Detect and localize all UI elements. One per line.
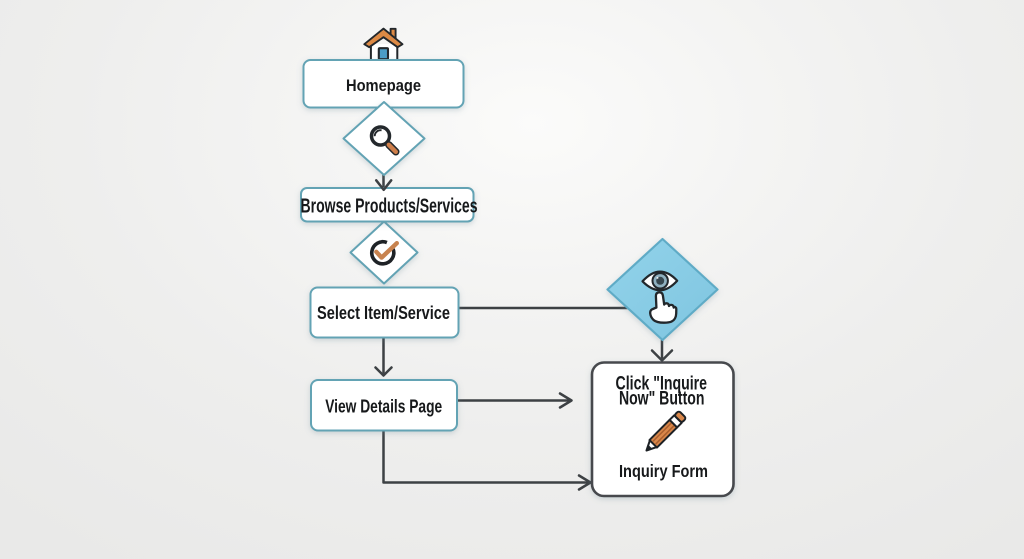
svg-text:Browse Products/Services: Browse Products/Services xyxy=(301,196,478,218)
svg-text:Now" Button: Now" Button xyxy=(619,388,705,409)
svg-text:Click "Inquire: Click "Inquire xyxy=(616,374,708,395)
svg-text:View Details Page: View Details Page xyxy=(325,397,442,417)
svg-text:Select Item/Service: Select Item/Service xyxy=(317,302,450,323)
svg-text:Homepage: Homepage xyxy=(346,77,421,95)
svg-text:Inquiry Form: Inquiry Form xyxy=(619,461,708,481)
